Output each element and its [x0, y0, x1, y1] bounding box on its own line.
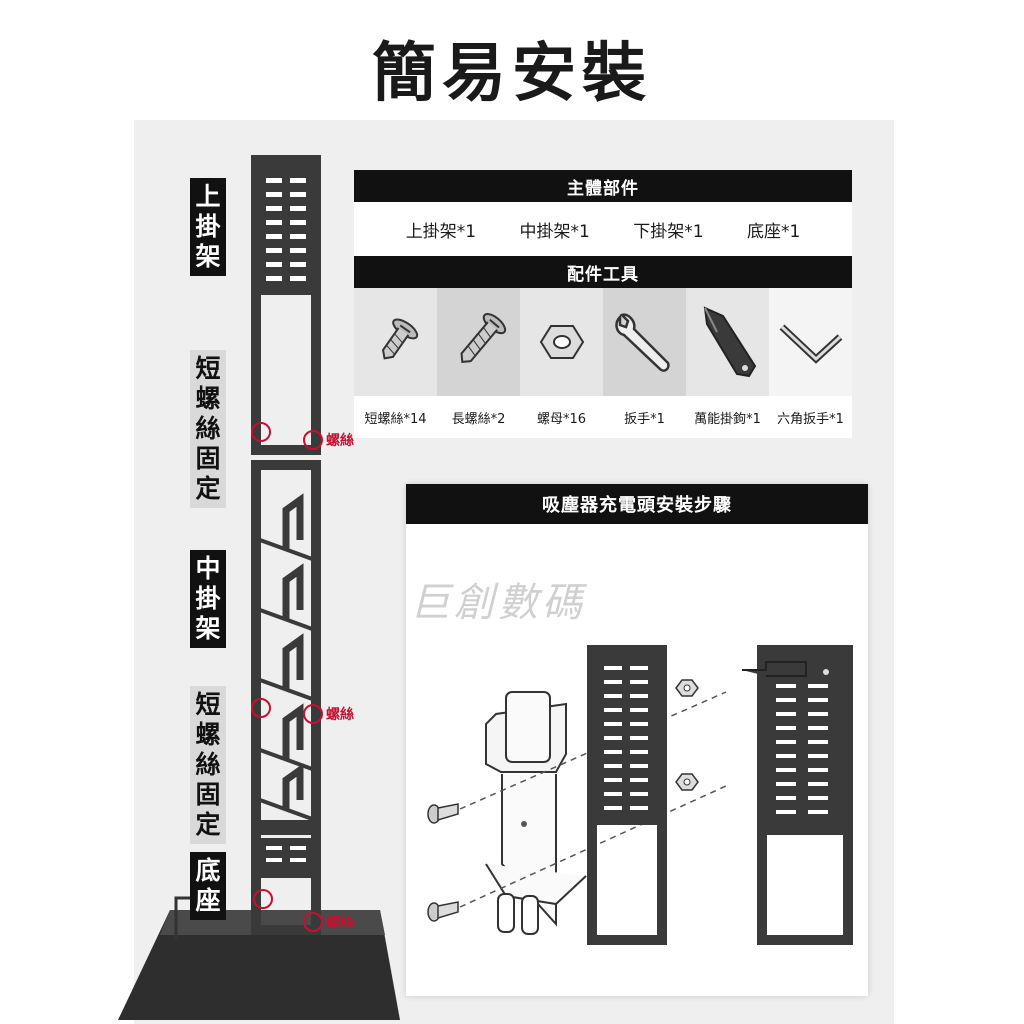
- nut-icon: [539, 325, 584, 359]
- label-base: 底座: [190, 852, 226, 920]
- screw-marker-ring: [303, 430, 323, 450]
- main-part-item: 下掛架*1: [633, 221, 704, 242]
- steps-header: 吸塵器充電頭安裝步驟: [406, 484, 868, 524]
- mounted-hook: [742, 661, 807, 677]
- accessory-item: 螺母*16: [520, 288, 603, 438]
- label-upper-rack: 上掛架: [190, 178, 226, 276]
- main-part-item: 底座*1: [746, 221, 801, 242]
- nut-upper: [675, 679, 699, 697]
- screw-marker-ring: [253, 889, 273, 909]
- lower-rack: [251, 825, 321, 935]
- nut-lower: [675, 773, 699, 791]
- screw-marker-ring: [303, 912, 323, 932]
- screw-left-upper: [427, 803, 459, 824]
- hex-key-icon: [779, 324, 842, 364]
- accessory-item: 萬能掛鉤*1: [686, 288, 769, 438]
- accessory-label: 螺母*16: [536, 411, 587, 427]
- parts-card: 主體部件 上掛架*1 中掛架*1 下掛架*1 底座*1 配件工具: [354, 170, 852, 438]
- page-title: 簡易安裝: [372, 37, 652, 111]
- screw-tag: 螺絲: [326, 433, 354, 449]
- screw-marker-ring: [251, 698, 271, 718]
- wrench-icon: [614, 313, 670, 372]
- screw-marker-ring: [251, 422, 271, 442]
- rack-with-hook: [757, 645, 853, 945]
- accessory-label: 六角扳手*1: [777, 411, 844, 427]
- label-short-screw-fix: 短螺絲固定: [190, 350, 226, 508]
- label-middle-rack: 中掛架: [190, 550, 226, 648]
- base-plate: [118, 910, 400, 1020]
- watermark: 巨創數碼: [410, 580, 586, 626]
- main-part-item: 上掛架*1: [405, 221, 477, 242]
- rack-front: [587, 645, 667, 945]
- short-screw-icon: [381, 318, 418, 360]
- accessory-item: 短螺絲*14: [354, 288, 437, 438]
- accessory-label: 扳手*1: [624, 411, 665, 427]
- universal-hook-icon: [703, 306, 756, 378]
- screw-tag: 螺絲: [326, 707, 354, 723]
- upper-rack: [251, 155, 321, 455]
- main-part-item: 中掛架*1: [519, 221, 590, 242]
- accessory-item: 長螺絲*2: [437, 288, 520, 438]
- main-parts-list: 上掛架*1 中掛架*1 下掛架*1 底座*1: [354, 202, 852, 256]
- screw-tag: 螺絲: [326, 915, 354, 931]
- screw-marker-ring: [303, 704, 323, 724]
- charger-dock: [485, 691, 587, 935]
- charger-install-steps: 吸塵器充電頭安裝步驟: [406, 484, 868, 996]
- accessory-label: 短螺絲*14: [364, 411, 427, 427]
- screw-left-lower: [427, 901, 459, 922]
- accessory-label: 萬能掛鉤*1: [694, 411, 761, 427]
- accessory-item: 扳手*1: [603, 288, 686, 438]
- long-screw-icon: [460, 313, 506, 364]
- charger-install-diagram: [427, 645, 853, 945]
- accessory-label: 長螺絲*2: [451, 411, 506, 427]
- label-short-screw-fix: 短螺絲固定: [190, 686, 226, 844]
- accessories-list: 短螺絲*14 長螺絲*2: [354, 288, 852, 438]
- accessory-item: 六角扳手*1: [769, 288, 852, 438]
- accessories-header: 配件工具: [354, 256, 852, 288]
- main-parts-header: 主體部件: [354, 170, 852, 202]
